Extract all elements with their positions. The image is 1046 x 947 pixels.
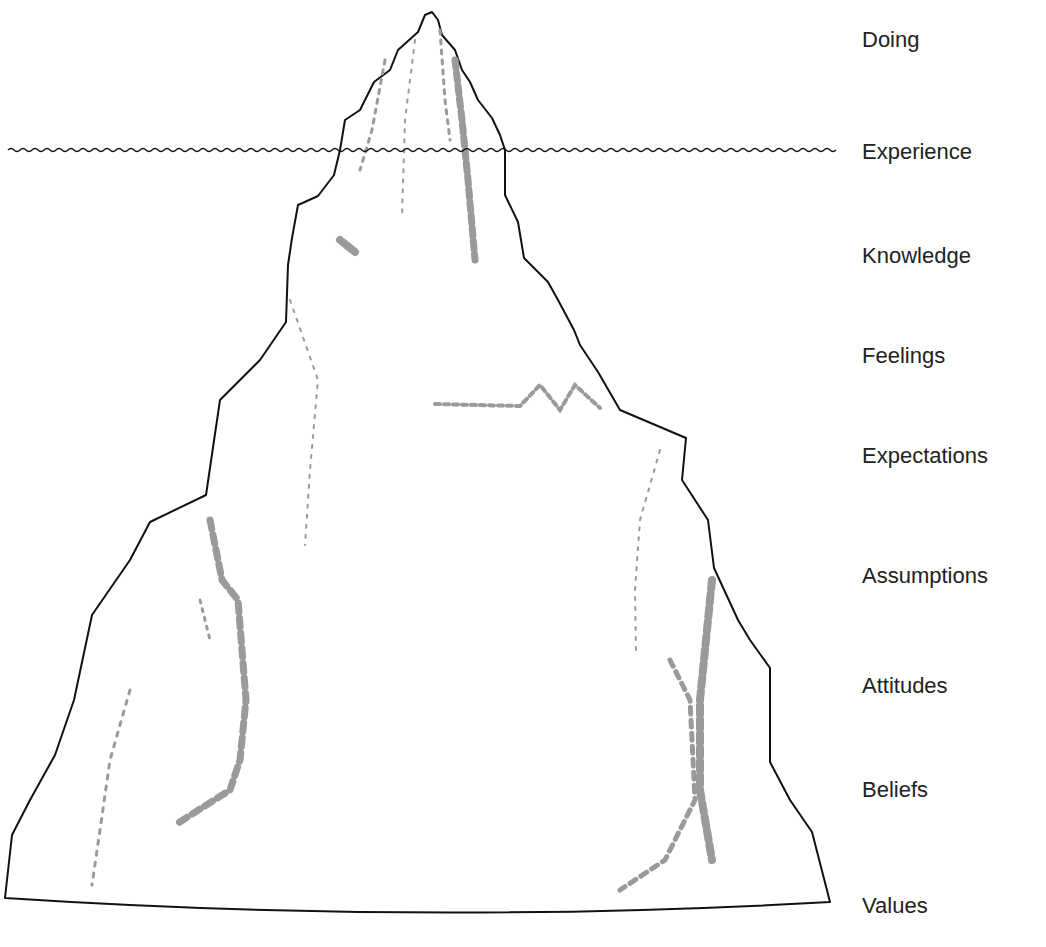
layer-label: Knowledge bbox=[862, 243, 971, 269]
layer-label: Assumptions bbox=[862, 563, 988, 589]
layer-label: Doing bbox=[862, 27, 919, 53]
layer-label: Beliefs bbox=[862, 777, 928, 803]
layer-label: Attitudes bbox=[862, 673, 948, 699]
layer-label: Experience bbox=[862, 139, 972, 165]
shading-strokes bbox=[92, 30, 712, 890]
layer-label: Feelings bbox=[862, 343, 945, 369]
layer-label: Expectations bbox=[862, 443, 988, 469]
water-line bbox=[8, 149, 836, 152]
iceberg-outline bbox=[5, 12, 830, 913]
layer-label: Values bbox=[862, 893, 928, 919]
